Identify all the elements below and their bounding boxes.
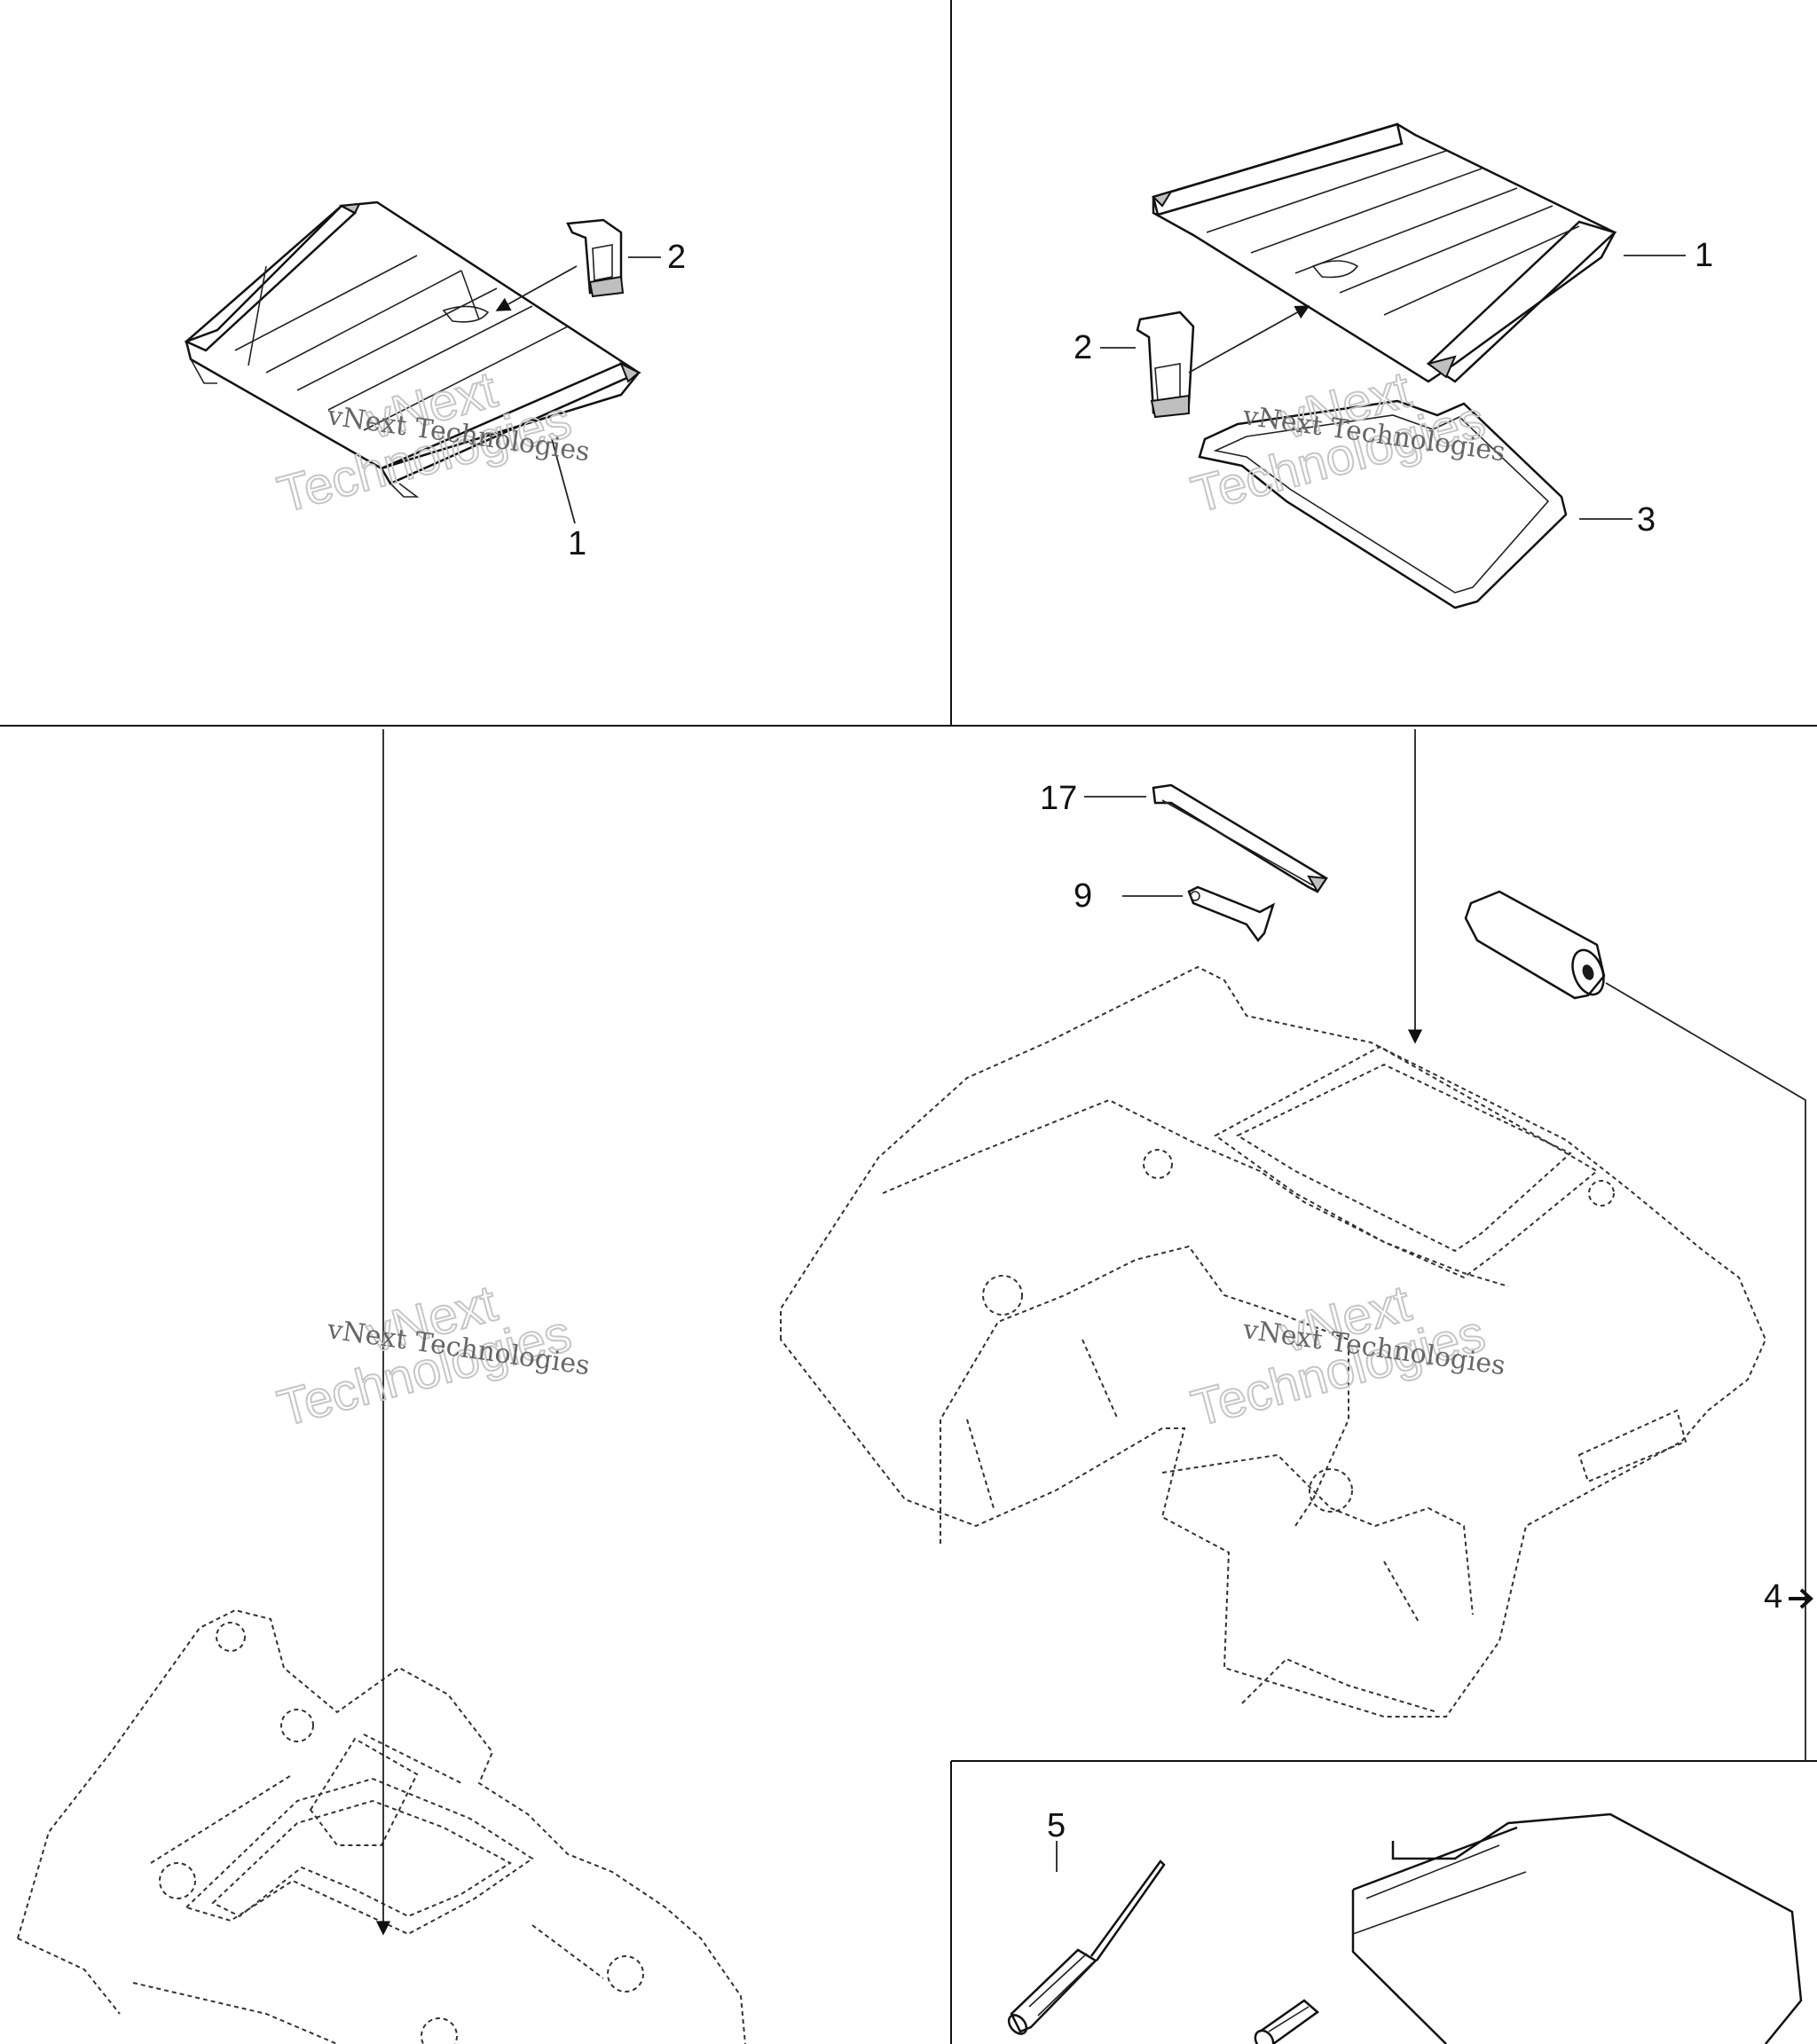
panel-3-fender-assembly: 17 9 4 — [780, 729, 1813, 1761]
rack-part-1 — [1152, 122, 1617, 383]
callout-panel1-rack: 1 — [568, 525, 586, 562]
tool-pouch — [1351, 1812, 1803, 2044]
socket-tool — [1254, 1999, 1320, 2044]
rear-fender — [780, 965, 1767, 1718]
bracket-part-2 — [1136, 311, 1195, 419]
callout-panel2-bracket: 2 — [1074, 329, 1092, 366]
watermark-top-left: vNext Technologies vNext Technologies — [271, 359, 592, 524]
panel-1-rack-assembly: 2 1 — [184, 200, 686, 562]
callout-panel2-gasket: 3 — [1637, 501, 1656, 539]
kit-bag-part-4 — [1464, 890, 1606, 1000]
gasket-part-3 — [1198, 399, 1568, 609]
callout-panel1-bracket: 2 — [667, 239, 686, 276]
bracket-part-2 — [566, 218, 625, 298]
rack-part-1 — [184, 200, 641, 498]
callout-panel3-strap: 17 — [1040, 780, 1077, 817]
callout-panel3-kit: 4 — [1764, 1578, 1782, 1616]
watermark-mid-left: vNext Technologies vNext Technologies — [271, 1273, 592, 1438]
panel-2-rack-gasket-assembly: 1 2 3 — [1074, 122, 1713, 609]
arrow-right-icon — [1789, 1588, 1813, 1609]
callout-panel3-wrench: 9 — [1074, 877, 1092, 915]
callout-panel2-rack: 1 — [1695, 237, 1713, 274]
panel-5-tool-kit: 5 — [1007, 1807, 1803, 2044]
callout-panel4-tool: 5 — [1047, 1807, 1066, 1844]
screwdriver-part-5 — [1007, 1859, 1166, 2035]
panel-4-fender-mount — [17, 729, 746, 2044]
strap-part-17 — [1152, 783, 1328, 893]
wrench-part-9 — [1187, 885, 1276, 943]
